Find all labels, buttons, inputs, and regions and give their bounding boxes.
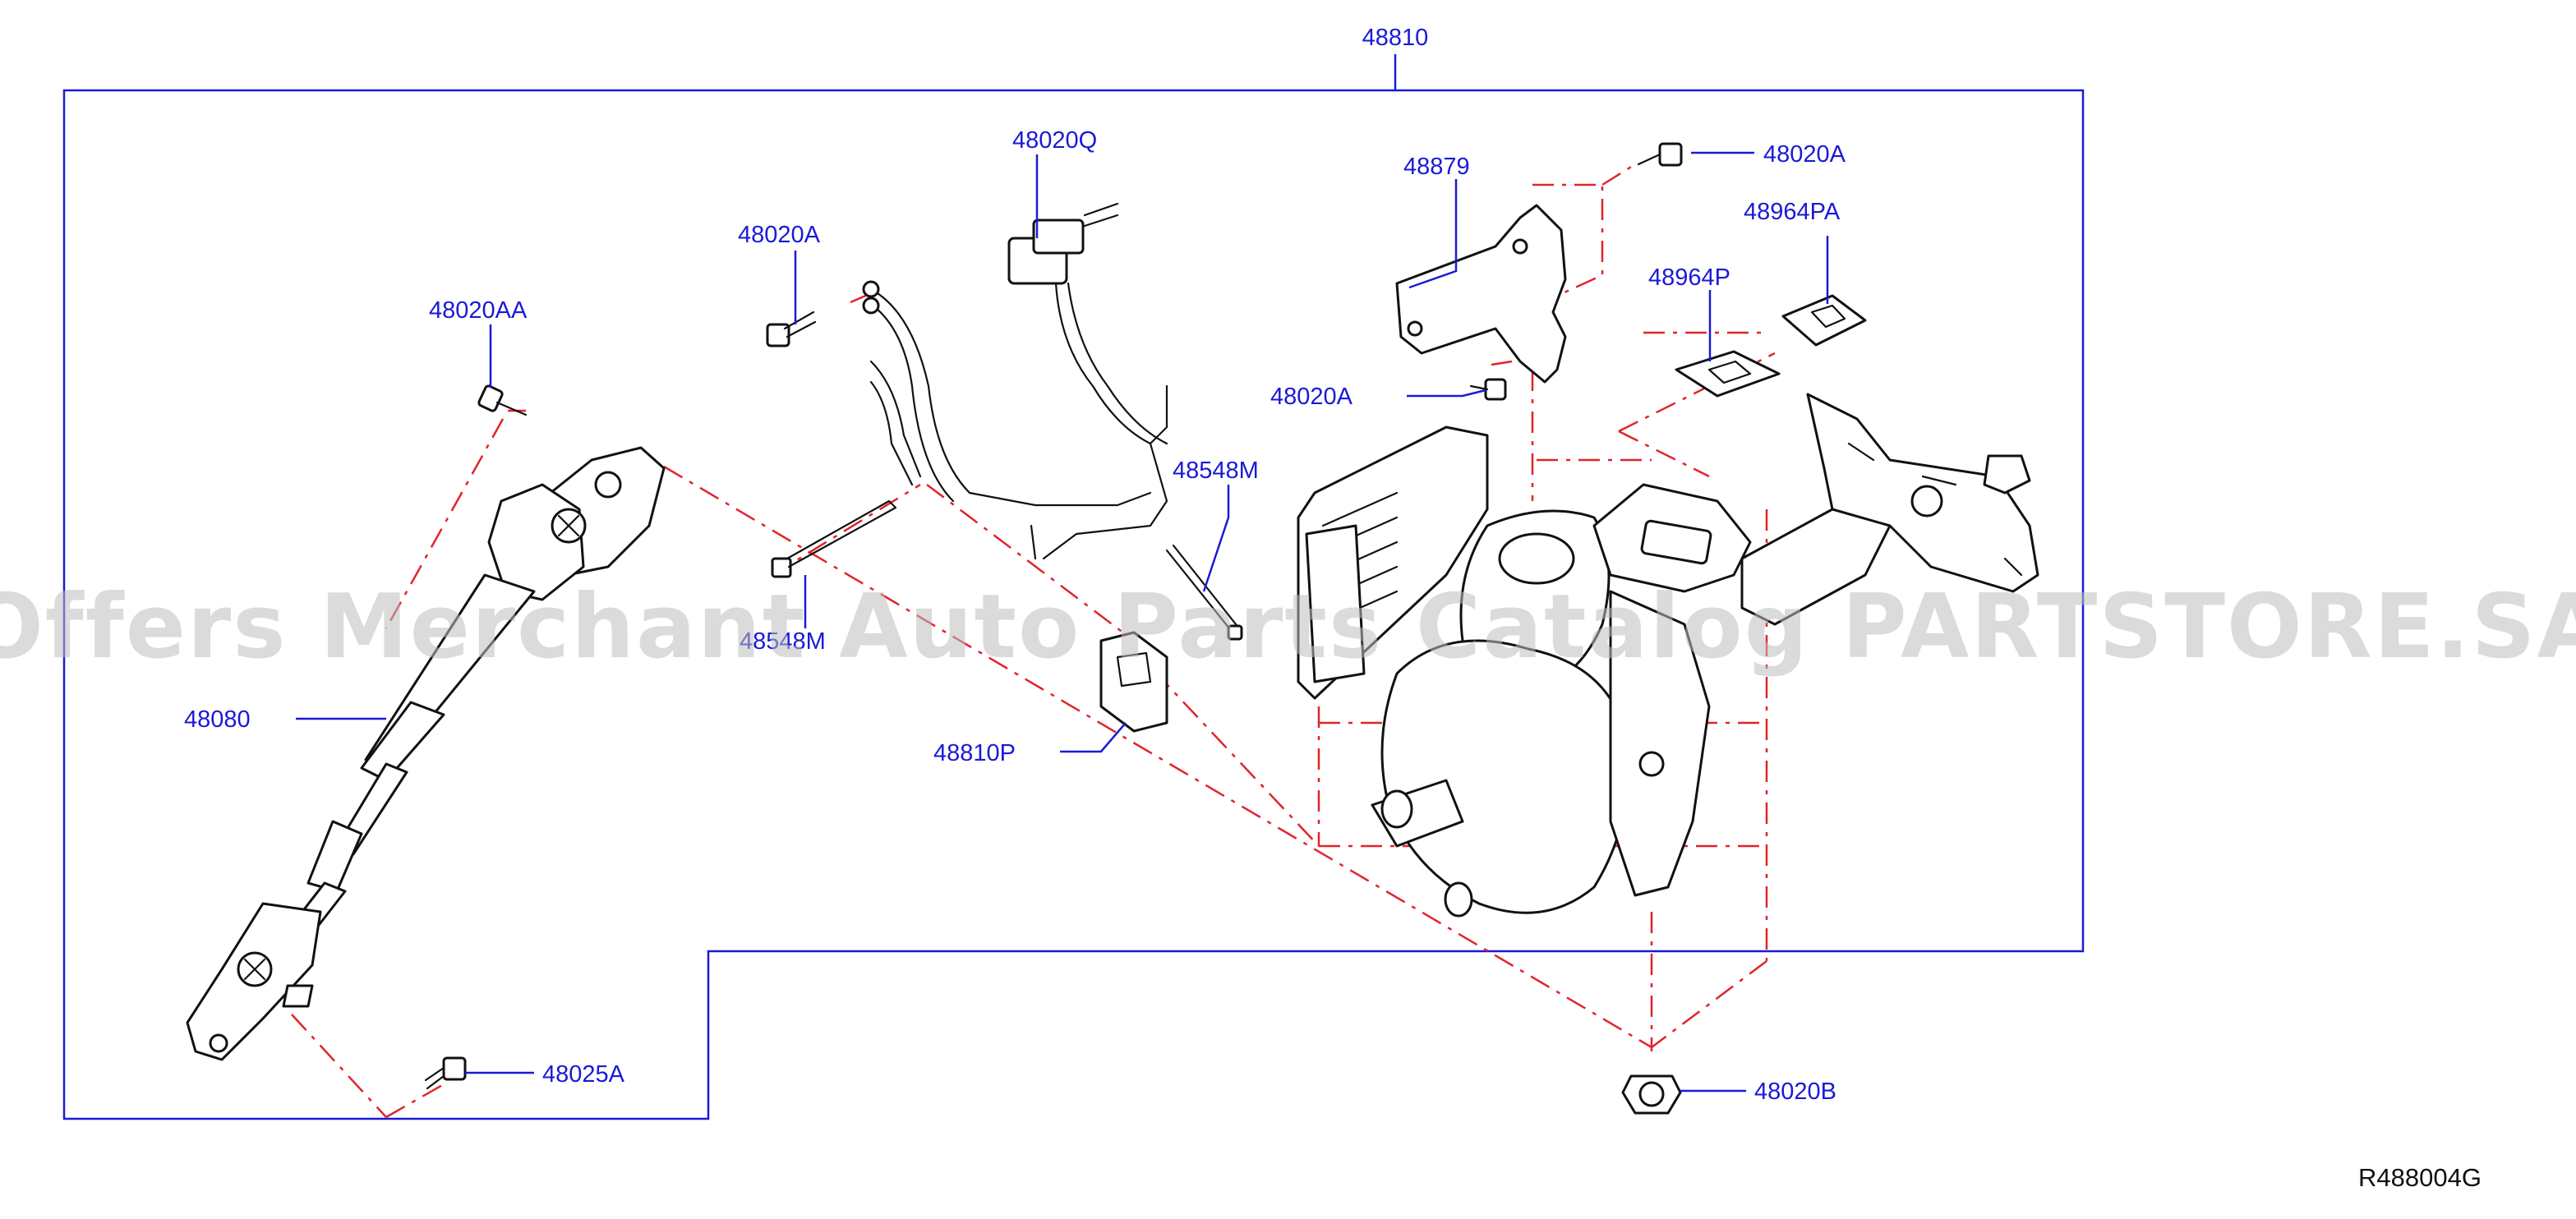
steering-column-assembly xyxy=(1297,393,2039,918)
label-48964PA: 48964PA xyxy=(1744,199,1841,225)
label-48020A-top: 48020A xyxy=(1763,141,1846,168)
connector-cover-48810P xyxy=(1099,631,1168,733)
lower-shaft-part xyxy=(186,446,666,1061)
clip-48964P xyxy=(1675,350,1781,398)
leader-lines xyxy=(296,151,1829,1092)
cable-tie-48548M-left xyxy=(771,499,897,578)
harness-48020Q xyxy=(862,202,1168,560)
nut-48020B xyxy=(1621,1074,1682,1115)
bolt-48020AA xyxy=(477,384,528,416)
label-48020A-harness: 48020A xyxy=(738,222,821,248)
part-labels: 48810 48020Q 48020A 48020AA 48879 48020A… xyxy=(184,25,1846,1105)
label-48548M-right: 48548M xyxy=(1173,458,1259,484)
label-48548M-left: 48548M xyxy=(740,628,826,655)
watermark-text: Offers Merchant Auto Parts Catalog PARTS… xyxy=(0,576,2576,678)
label-48025A: 48025A xyxy=(542,1061,625,1088)
bracket-48879 xyxy=(1395,204,1567,384)
diagram-code: R488004G xyxy=(2358,1163,2482,1192)
label-48810P: 48810P xyxy=(933,740,1016,766)
assembly-frame xyxy=(62,54,2085,1120)
label-48020A-side: 48020A xyxy=(1270,384,1353,410)
label-48080: 48080 xyxy=(184,706,251,733)
label-48879: 48879 xyxy=(1403,154,1470,180)
label-48020AA: 48020AA xyxy=(429,297,528,324)
clip-48964PA xyxy=(1781,294,1867,347)
label-48810: 48810 xyxy=(1362,25,1429,51)
bolt-48020A-side xyxy=(1469,378,1507,401)
label-48020Q: 48020Q xyxy=(1012,127,1097,154)
cable-tie-48548M-right xyxy=(1165,544,1243,641)
bolt-48025A xyxy=(424,1056,467,1090)
bolt-48020A-harness xyxy=(766,310,817,347)
bolt-48020A-top xyxy=(1637,142,1683,167)
label-48020B: 48020B xyxy=(1754,1079,1836,1105)
label-48964P: 48964P xyxy=(1648,264,1730,291)
